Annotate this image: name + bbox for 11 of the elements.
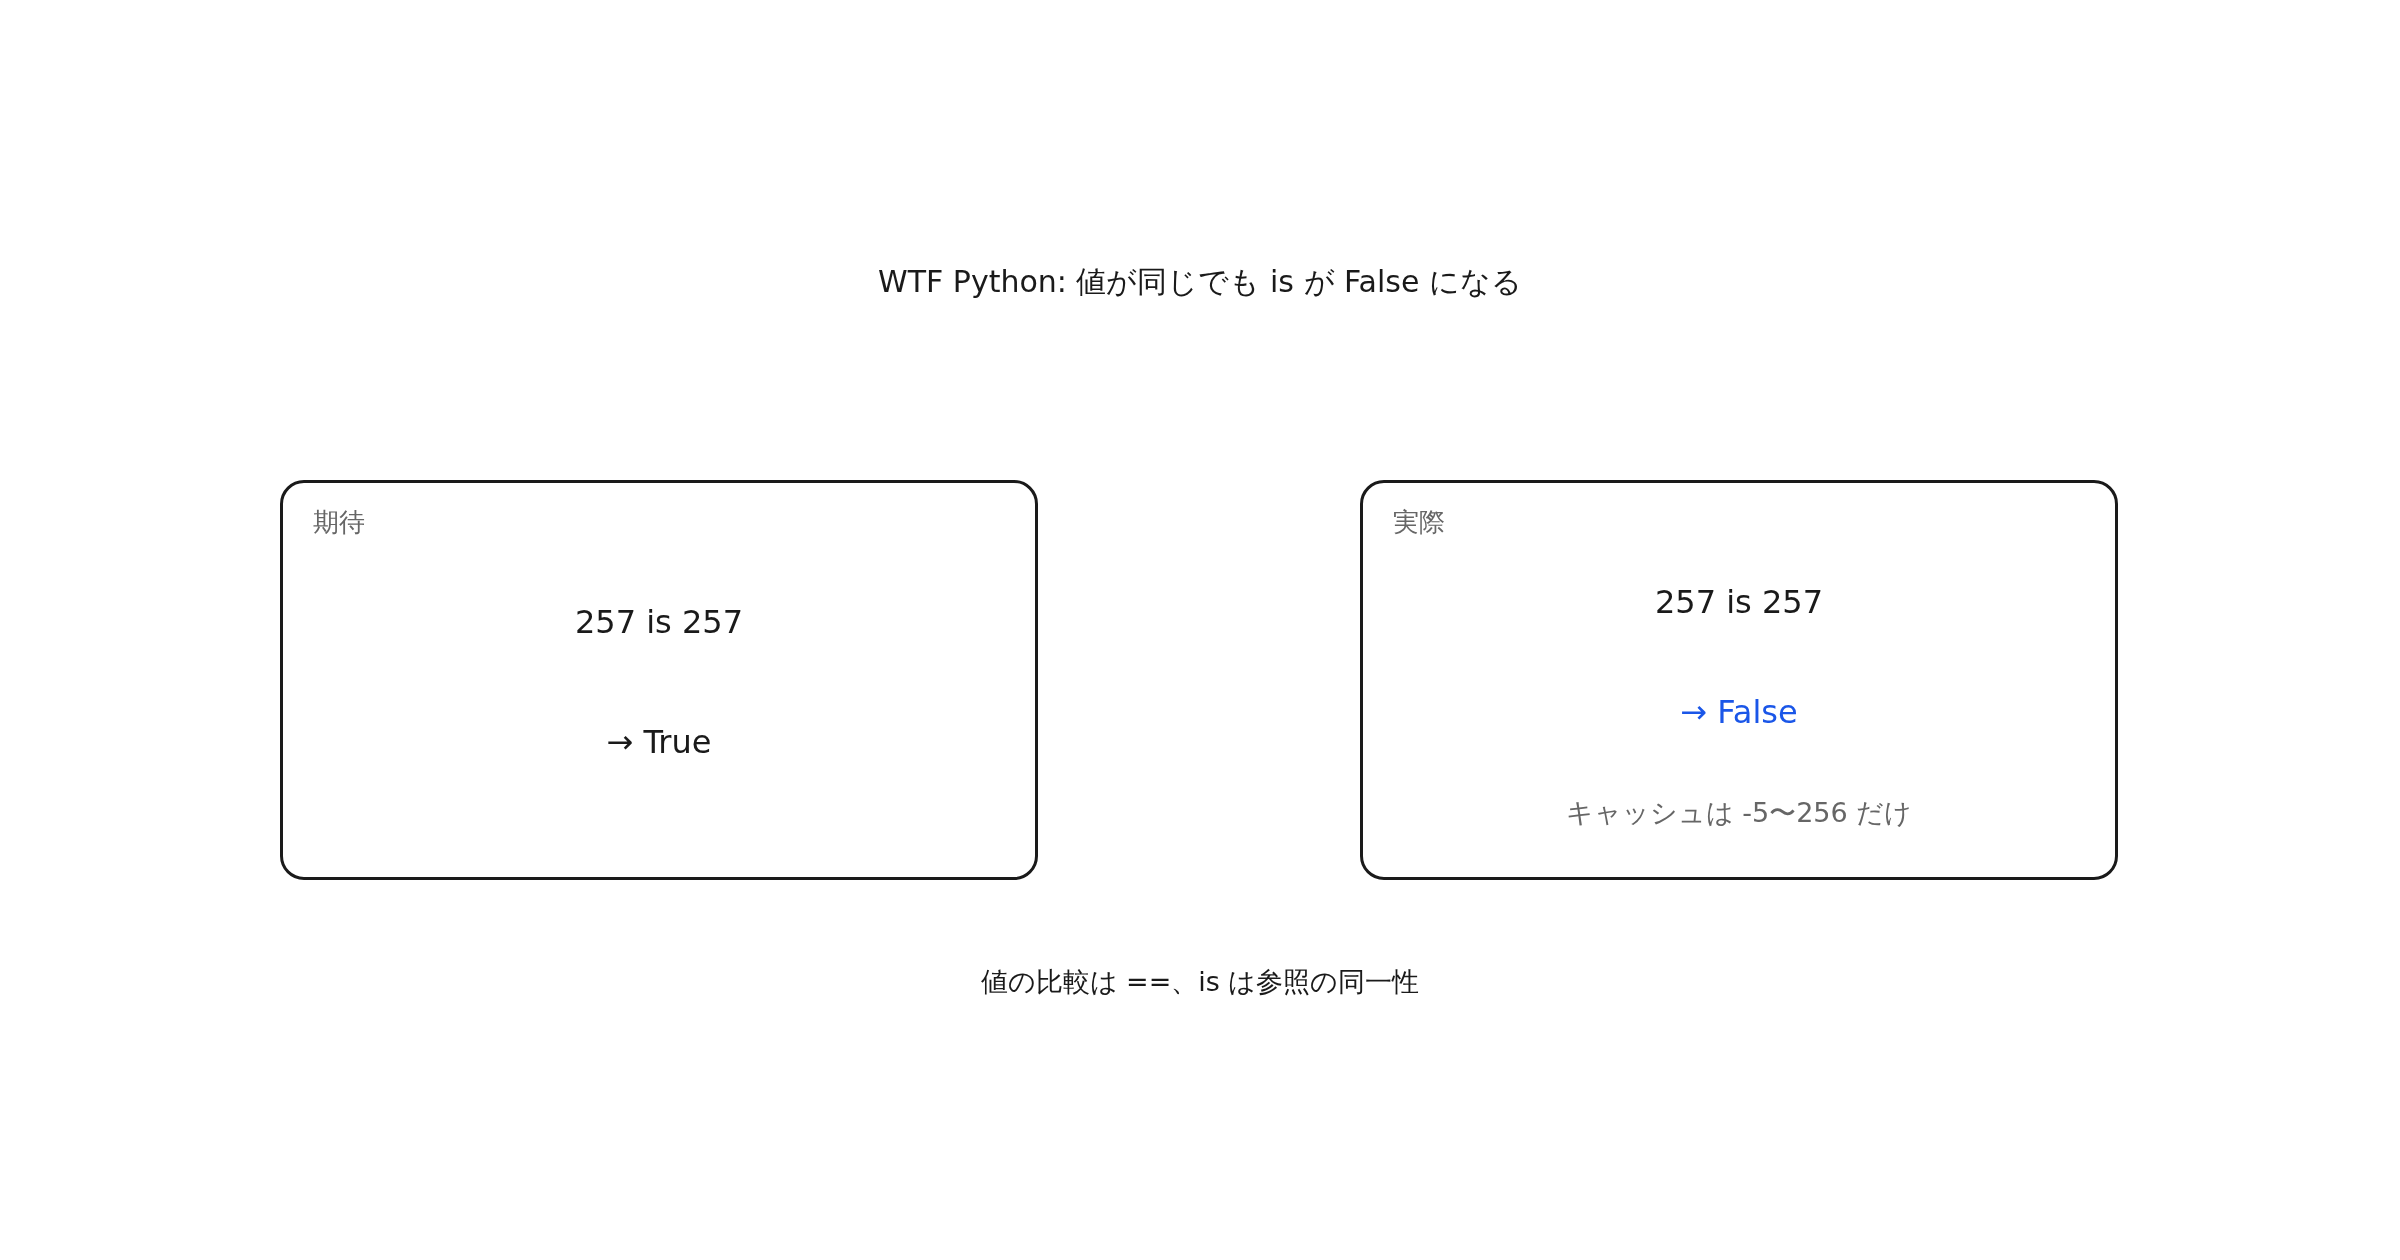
diagram-title: WTF Python: 値が同じでも is が False になる — [877, 263, 1523, 301]
card — [1360, 480, 2118, 880]
card-heading: 実際 — [1393, 506, 1445, 539]
code-expression: 257 is 257 — [1653, 583, 1825, 621]
note-text: キャッシュは -5〜256 だけ — [1564, 796, 1914, 830]
caption: 値の比較は ==、is は参照の同一性 — [979, 965, 1421, 999]
result-text: → True — [605, 723, 713, 761]
card-heading: 期待 — [313, 506, 365, 539]
card — [280, 480, 1038, 880]
result-text: → False — [1679, 693, 1799, 731]
code-expression: 257 is 257 — [573, 603, 745, 641]
